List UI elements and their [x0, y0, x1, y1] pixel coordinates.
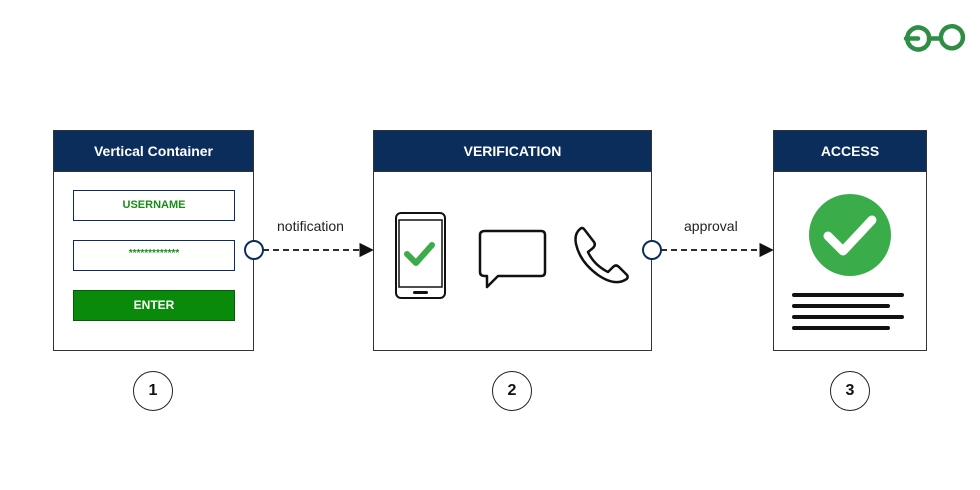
approval-connector — [642, 240, 774, 260]
chat-bubble-icon — [478, 229, 547, 289]
verification-panel-title: VERIFICATION — [374, 131, 651, 172]
smartphone-check-icon — [395, 212, 446, 299]
notification-label: notification — [277, 218, 344, 234]
step-1-badge: 1 — [133, 371, 173, 411]
connector-start-node — [642, 240, 662, 260]
notification-connector — [244, 240, 374, 260]
username-field[interactable]: USERNAME — [73, 190, 235, 221]
check-circle-icon — [809, 194, 891, 276]
approval-label: approval — [684, 218, 738, 234]
login-panel: Vertical Container USERNAME ************… — [53, 130, 254, 351]
enter-button[interactable]: ENTER — [73, 290, 235, 321]
login-panel-title: Vertical Container — [54, 131, 253, 172]
text-lines-icon — [792, 293, 904, 330]
connector-start-node — [244, 240, 264, 260]
password-field[interactable]: ************* — [73, 240, 235, 271]
step-2-badge: 2 — [492, 371, 532, 411]
access-panel-title: ACCESS — [774, 131, 926, 172]
step-3-badge: 3 — [830, 371, 870, 411]
phone-icon — [574, 226, 629, 284]
